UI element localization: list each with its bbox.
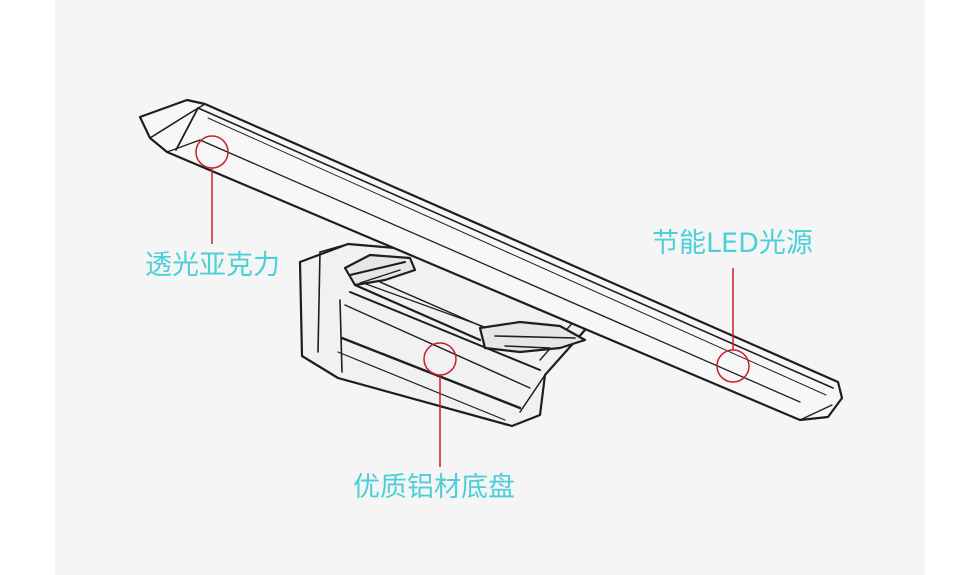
led-callout-label: 节能LED光源 — [652, 228, 813, 259]
lamp-bar — [138, 98, 844, 422]
arm-bracket — [343, 253, 587, 354]
base-callout-label: 优质铝材底盘 — [353, 472, 515, 503]
acrylic-callout-label: 透光亚克力 — [145, 250, 280, 281]
